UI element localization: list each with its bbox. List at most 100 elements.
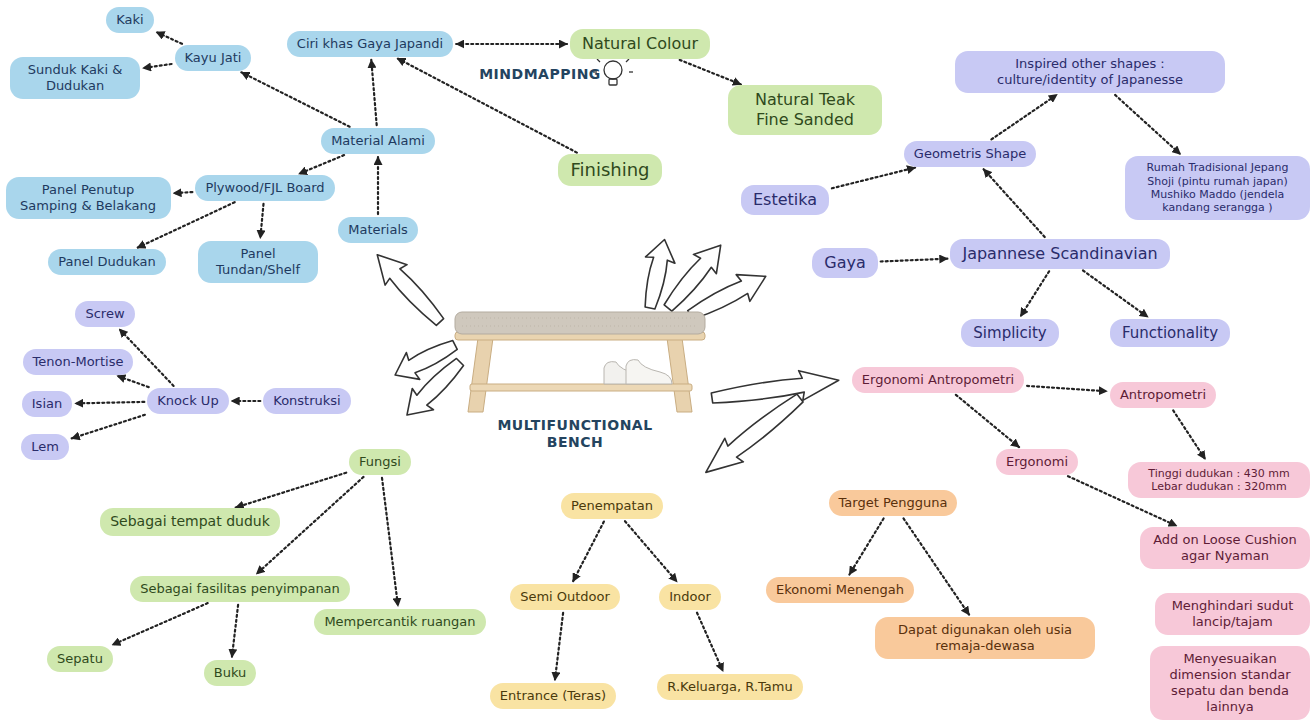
topic-box: Indoor	[659, 584, 721, 610]
topic-box: Sebagai fasilitas penyimpanan	[130, 576, 350, 602]
topic-text: Kaki	[116, 12, 143, 28]
topic-text: Functionality	[1122, 324, 1218, 342]
dotted-arrow	[680, 60, 741, 85]
topic-text: Screw	[85, 306, 124, 322]
topic-text: Ekonomi Menengah	[776, 582, 904, 598]
topic-box: Kayu Jati	[175, 45, 252, 71]
bench-illustration	[455, 312, 705, 412]
topic-text: Antropometri	[1120, 387, 1206, 403]
dotted-arrow	[881, 259, 948, 262]
topic-box: Rumah Tradisional Jepang Shoji (pintu ru…	[1125, 156, 1310, 220]
center-label: MULTIFUNCTIONAL BENCH	[490, 417, 660, 452]
dotted-arrow	[625, 521, 677, 582]
dotted-arrow	[174, 192, 193, 193]
dotted-arrow	[156, 32, 182, 44]
topic-text: Sebagai fasilitas penyimpanan	[140, 581, 340, 597]
topic-box: Geometris Shape	[904, 141, 1036, 167]
topic-box: Tenon-Mortise	[23, 349, 134, 375]
dotted-arrow	[371, 60, 376, 125]
topic-text: Semi Outdoor	[520, 589, 610, 605]
dotted-arrow	[382, 478, 398, 606]
topic-box: R.Keluarga, R.Tamu	[657, 674, 802, 700]
dotted-arrow	[904, 518, 970, 614]
topic-box: Konstruksi	[263, 388, 350, 414]
topic-box: Target Pengguna	[829, 490, 958, 516]
topic-box: Sebagai tempat duduk	[100, 508, 280, 535]
topic-box: Plywood/FJL Board	[195, 175, 334, 201]
dotted-arrow	[377, 157, 379, 214]
dotted-arrow	[956, 395, 1019, 447]
dotted-arrow	[117, 376, 148, 387]
topic-text: Sunduk Kaki & Dudukan	[20, 62, 130, 94]
topic-box: Menghindari sudut lancip/tajam	[1155, 593, 1310, 635]
topic-box: Natural Teak Fine Sanded	[728, 85, 882, 134]
topic-box: Entrance (Teras)	[490, 683, 616, 709]
dotted-arrow	[236, 473, 347, 508]
topic-box: Inspired other shapes : culture/identity…	[955, 51, 1225, 93]
sketch-arrow	[697, 386, 810, 484]
dotted-arrow	[241, 72, 349, 126]
topic-text: Material Alami	[331, 133, 425, 149]
topic-text: Plywood/FJL Board	[205, 180, 324, 196]
topic-box: Estetika	[741, 185, 829, 215]
topic-text: Materials	[348, 222, 408, 238]
topic-text: Kayu Jati	[185, 50, 242, 66]
topic-text: Tenon-Mortise	[33, 354, 124, 370]
topic-text: Lem	[31, 439, 59, 455]
dotted-arrow	[573, 522, 604, 582]
sketch-arrow	[366, 244, 451, 332]
topic-text: Natural Colour	[582, 34, 698, 54]
topic-text: Konstruksi	[273, 393, 340, 409]
topic-box: Natural Colour	[570, 29, 710, 59]
topic-text: Menghindari sudut lancip/tajam	[1165, 598, 1300, 630]
dotted-arrow	[1083, 271, 1148, 318]
topic-text: Menyesuaikan dimension standar sepatu da…	[1160, 651, 1300, 714]
topic-box: Tinggi dudukan : 430 mm Lebar dudukan : …	[1128, 462, 1310, 499]
topic-box: Buku	[204, 660, 257, 686]
dotted-arrow	[697, 613, 723, 672]
dotted-arrow	[849, 519, 883, 575]
dotted-arrow	[232, 400, 261, 402]
topic-text: Sebagai tempat duduk	[110, 513, 270, 530]
topic-box: Menyesuaikan dimension standar sepatu da…	[1150, 646, 1310, 719]
topic-text: Penempatan	[571, 498, 653, 514]
topic-text: Sepatu	[57, 651, 103, 667]
topic-box: Mempercantik ruangan	[314, 609, 485, 635]
dotted-arrow	[832, 168, 915, 189]
topic-text: Estetika	[753, 190, 817, 210]
topic-box: Finishing	[558, 154, 661, 186]
sketch-arrows	[366, 236, 841, 485]
topic-box: Screw	[75, 301, 134, 327]
topic-box: Gaya	[812, 248, 877, 278]
topic-box: Material Alami	[321, 128, 435, 154]
dotted-arrow	[1173, 410, 1205, 459]
topic-text: Simplicity	[973, 324, 1046, 342]
topic-box: Semi Outdoor	[510, 584, 620, 610]
topic-box: Simplicity	[961, 319, 1058, 347]
topic-text: Ciri khas Gaya Japandi	[297, 36, 443, 52]
center-label: MINDMAPPING	[479, 66, 601, 84]
dotted-arrow	[232, 605, 238, 657]
dotted-arrow	[555, 613, 563, 680]
topic-box: Functionality	[1110, 319, 1230, 347]
topic-text: Ergonomi Antropometri	[862, 372, 1014, 388]
sketch-arrow	[710, 365, 841, 413]
dotted-arrow	[72, 415, 145, 439]
topic-box: Antropometri	[1110, 382, 1216, 408]
topic-text: Target Pengguna	[839, 495, 948, 511]
topic-box: Japannese Scandinavian	[950, 239, 1169, 269]
topic-text: Panel Tundan/Shelf	[208, 246, 308, 278]
dotted-arrow	[299, 155, 344, 174]
topic-text: Mempercantik ruangan	[324, 614, 475, 630]
topic-text: Knock Up	[157, 393, 218, 409]
topic-box: Panel Dudukan	[48, 249, 165, 275]
dotted-arrow	[260, 204, 263, 238]
topic-box: Ergonomi Antropometri	[852, 367, 1024, 393]
topic-text: Panel Dudukan	[58, 254, 155, 270]
topic-text: Indoor	[669, 589, 711, 605]
topic-text: Dapat digunakan oleh usia remaja-dewasa	[885, 622, 1085, 654]
topic-box: Panel Tundan/Shelf	[198, 241, 318, 283]
topic-text: Gaya	[824, 253, 865, 273]
